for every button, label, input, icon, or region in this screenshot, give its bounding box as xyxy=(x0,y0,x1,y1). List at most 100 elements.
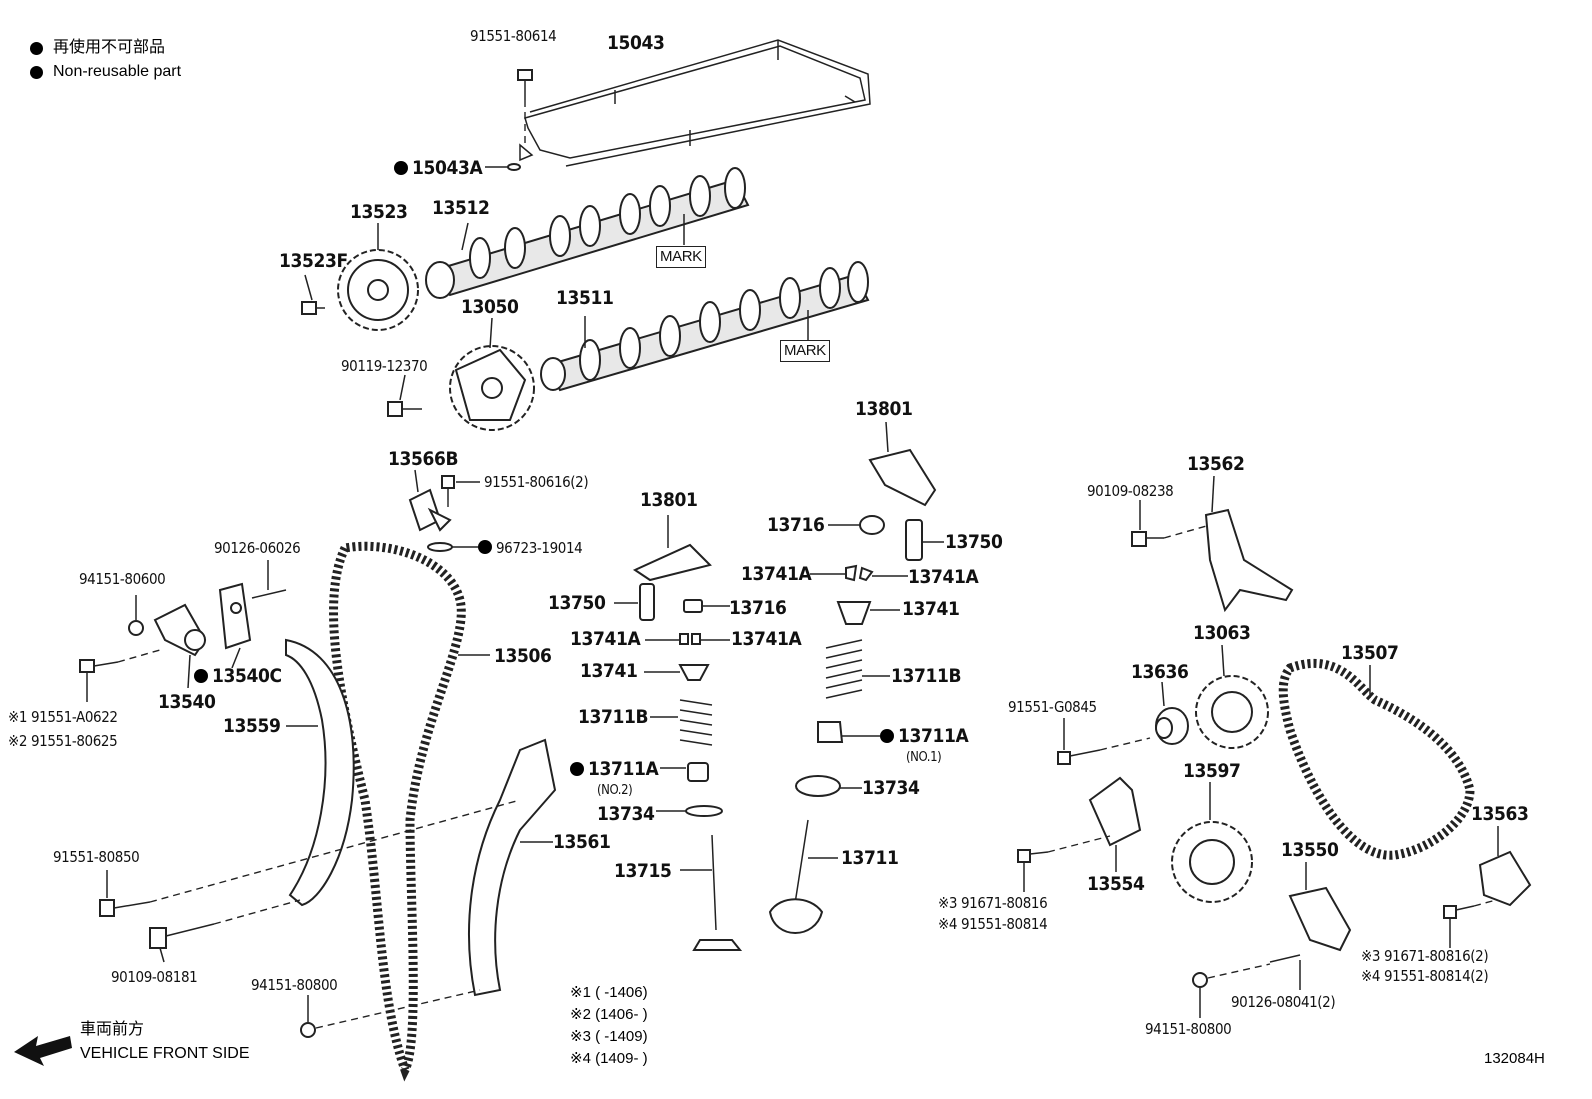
front-label-en: VEHICLE FRONT SIDE xyxy=(80,1045,250,1062)
front-label-jp: 車両前方 xyxy=(80,1021,145,1038)
figure-id: 132084H xyxy=(1484,1050,1545,1067)
part-label: 13561 xyxy=(553,831,611,853)
part-label: 13711B xyxy=(891,665,962,687)
sprocket-13063 xyxy=(1195,644,1269,749)
part-label: 13741A xyxy=(731,628,802,650)
part-label: 90109-08238 xyxy=(1087,482,1174,500)
part-label: 13550 xyxy=(1281,839,1339,861)
non-reusable-dot-icon xyxy=(880,729,894,743)
keepers-13741A-mid xyxy=(645,633,730,645)
part-label: 90119-12370 xyxy=(341,357,428,375)
bolt-90109-08238 xyxy=(1131,500,1211,547)
bolt-91551-A0622 xyxy=(79,649,161,702)
valve-cap-13716-right xyxy=(828,515,885,535)
part-label: 13741A xyxy=(741,563,812,585)
damper-13554 xyxy=(1088,776,1142,872)
camshaft-13511 xyxy=(540,261,870,392)
footnote: ※1 ( -1406) xyxy=(570,984,648,1001)
part-label: 13734 xyxy=(597,803,655,825)
o-ring-96723-19014 xyxy=(427,542,478,552)
part-label: 13734 xyxy=(862,777,920,799)
washer-13734-right xyxy=(795,775,862,797)
part-label: 13711A xyxy=(570,759,659,779)
timing-chain-13506 xyxy=(329,541,466,1082)
part-label: 13597 xyxy=(1183,760,1241,782)
bolt-91671-80816-2 xyxy=(1443,899,1497,948)
part-label: 94151-80800 xyxy=(1145,1020,1232,1038)
part-note: (NO.2) xyxy=(597,783,633,798)
part-label: 13711B xyxy=(578,706,649,728)
rocker-arm-13801-mid xyxy=(632,515,712,582)
stud-90126-06026 xyxy=(251,560,287,599)
gasket-13540C xyxy=(218,582,252,669)
spacer-13636 xyxy=(1155,681,1189,745)
part-label: ※1 91551-A0622 xyxy=(8,708,118,726)
guide-13563 xyxy=(1478,826,1532,907)
part-label: 15043A xyxy=(394,158,483,178)
part-label: 91551-G0845 xyxy=(1008,698,1097,716)
part-label: 13512 xyxy=(432,197,490,219)
sprocket-13597 xyxy=(1171,782,1253,903)
chain-tensioner-13540 xyxy=(153,603,207,689)
tensioner-13550 xyxy=(1288,862,1352,952)
part-label: 13801 xyxy=(640,489,698,511)
stud-90126-08041 xyxy=(1269,954,1301,990)
part-label: 13563 xyxy=(1471,803,1529,825)
part-label: 91551-80614 xyxy=(470,27,557,45)
retainer-13741-right xyxy=(836,601,900,625)
part-label: 13741A xyxy=(908,566,979,588)
part-label: 13711 xyxy=(841,847,899,869)
chain-guide-13562 xyxy=(1204,475,1294,613)
part-label: 13507 xyxy=(1341,642,1399,664)
part-label: 13715 xyxy=(614,860,672,882)
non-reusable-dot-icon xyxy=(478,540,492,554)
part-label: 13741 xyxy=(902,598,960,620)
part-label: ※4 91551-80814(2) xyxy=(1361,967,1489,985)
part-label: 15043 xyxy=(607,32,665,54)
part-label: 91551-80616(2) xyxy=(484,473,589,491)
seal-13711A-mid xyxy=(660,762,709,782)
bullet-icon xyxy=(30,41,43,55)
camshaft-13512 xyxy=(425,167,750,299)
part-label: 13523F xyxy=(279,250,348,272)
part-label: 13506 xyxy=(494,645,552,667)
bolt-91671-80816 xyxy=(1017,835,1111,892)
part-label: 13750 xyxy=(548,592,606,614)
footnote: ※3 ( -1409) xyxy=(570,1028,648,1045)
retainer-13741-mid xyxy=(644,664,710,681)
non-reusable-dot-icon xyxy=(570,762,584,776)
rocker-arm-13801-right xyxy=(868,421,937,507)
chain-slipper-13559 xyxy=(285,638,355,907)
vvt-gear-13050 xyxy=(449,317,535,431)
part-label: 13741 xyxy=(580,660,638,682)
washer-13734-mid xyxy=(656,805,723,817)
vehicle-front-arrow xyxy=(14,1036,72,1066)
spring-13711B-right xyxy=(825,639,890,699)
part-label: ※3 91671-80816(2) xyxy=(1361,947,1489,965)
nut-94151-80800-right xyxy=(1192,963,1271,1018)
bolt-91551-G0845 xyxy=(1057,718,1151,765)
valve-13715 xyxy=(680,834,743,951)
part-label: 90126-08041(2) xyxy=(1231,993,1336,1011)
bolt-90119-12370 xyxy=(387,374,422,417)
keepers-13741A-right xyxy=(810,564,908,582)
footnote: ※4 (1409- ) xyxy=(570,1050,648,1067)
part-label: 13511 xyxy=(556,287,614,309)
part-label: 13559 xyxy=(223,715,281,737)
part-label: 96723-19014 xyxy=(478,538,583,558)
part-label: 13566B xyxy=(388,448,459,470)
bolt-91551-80850 xyxy=(99,799,521,917)
valve-cap-13716-mid xyxy=(683,599,730,613)
part-label: 13562 xyxy=(1187,453,1245,475)
part-label: 13636 xyxy=(1131,661,1189,683)
legend: 再使用不可部品 Non-reusable part xyxy=(30,36,181,84)
non-reusable-dot-icon xyxy=(194,669,208,683)
bolt-91551-80614 xyxy=(517,69,533,145)
chain-guide-13561 xyxy=(468,738,557,997)
part-label: 13554 xyxy=(1087,873,1145,895)
part-label: ※3 91671-80816 xyxy=(938,894,1048,912)
bullet-icon xyxy=(30,65,43,79)
part-label: 13716 xyxy=(729,597,787,619)
part-label: 94151-80600 xyxy=(79,570,166,588)
